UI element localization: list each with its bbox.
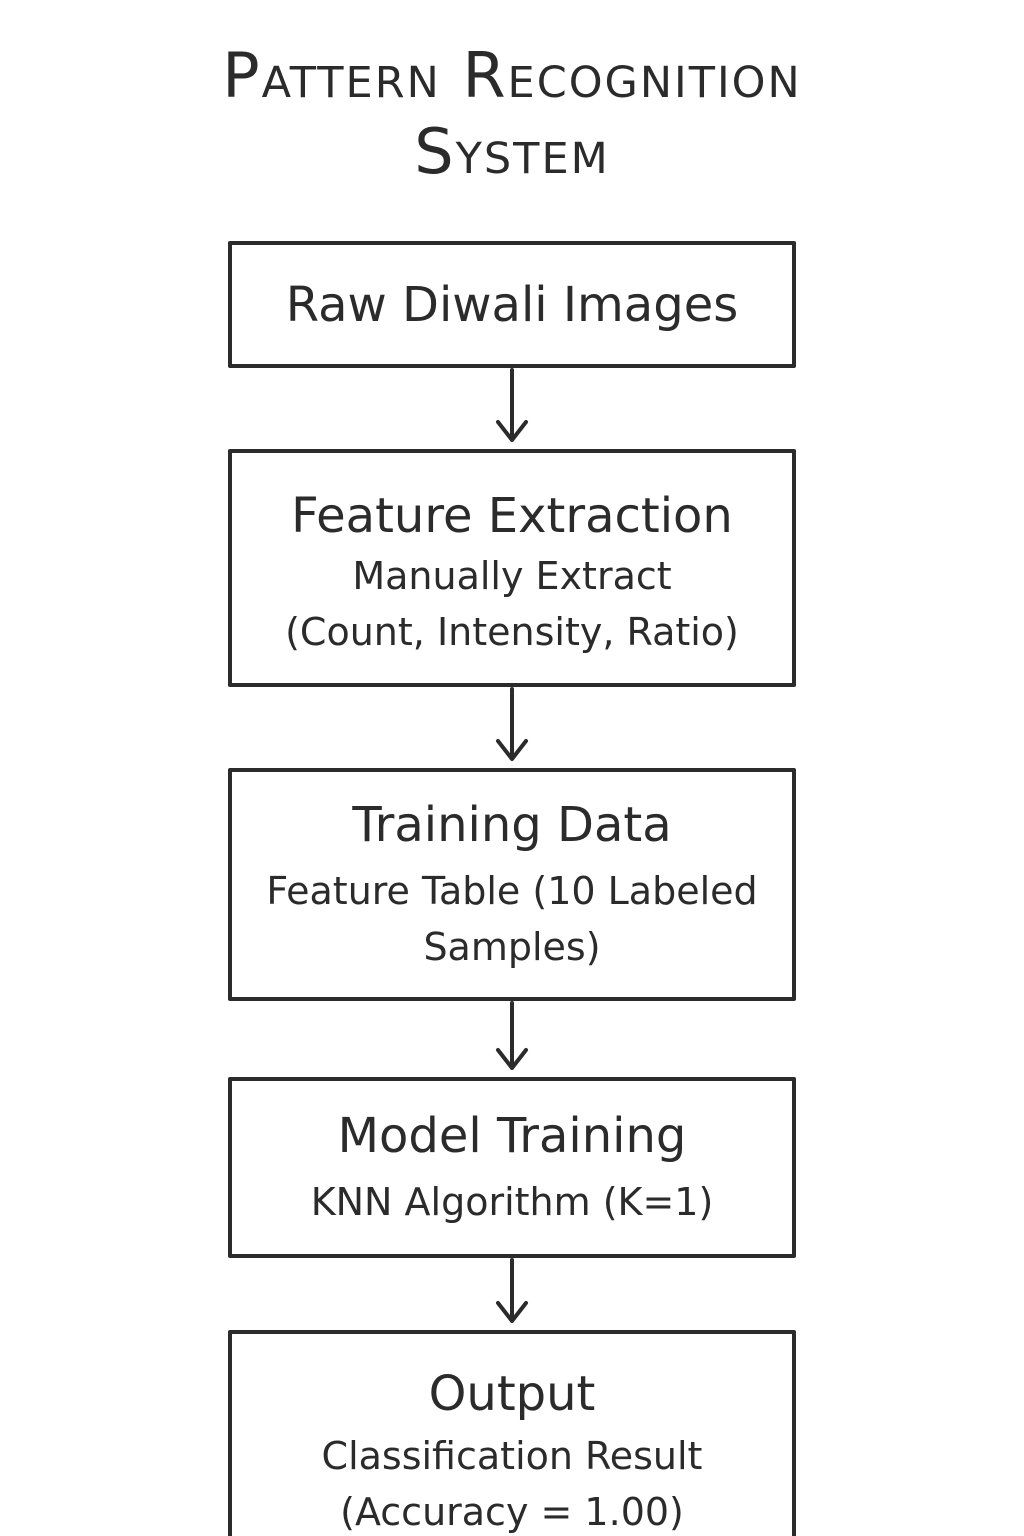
step-output-box: Output Classification Result (Accuracy =…	[228, 1330, 796, 1536]
diagram-title-line-2: System	[414, 115, 610, 188]
step-5-detail-2: (Accuracy = 1.00)	[340, 1490, 684, 1534]
step-5-detail-1: Classification Result	[321, 1434, 703, 1478]
step-2-detail-1: Manually Extract	[352, 554, 672, 598]
step-4-detail-1: KNN Algorithm (K=1)	[310, 1179, 714, 1224]
step-2-title: Feature Extraction	[291, 488, 733, 544]
step-2-detail-2: (Count, Intensity, Ratio)	[285, 610, 739, 654]
step-1-title: Raw Diwali Images	[285, 276, 739, 333]
step-3-detail-1: Feature Table (10 Labeled	[266, 868, 758, 913]
step-raw-images-box: Raw Diwali Images	[228, 241, 796, 368]
arrow-4-to-5	[496, 1258, 528, 1323]
arrow-1-to-2	[496, 368, 528, 442]
diagram-title-line-1: Pattern Recognition	[222, 39, 802, 112]
arrow-3-to-4	[496, 1001, 528, 1070]
arrow-2-to-3	[496, 687, 528, 761]
step-5-title: Output	[428, 1366, 596, 1422]
step-training-data-box: Training Data Feature Table (10 Labeled …	[228, 768, 796, 1001]
step-model-training-box: Model Training KNN Algorithm (K=1)	[228, 1077, 796, 1258]
step-3-title: Training Data	[352, 796, 672, 853]
step-4-title: Model Training	[337, 1107, 687, 1164]
step-feature-extraction-box: Feature Extraction Manually Extract (Cou…	[228, 449, 796, 687]
step-3-detail-2: Samples)	[423, 924, 601, 969]
diagram-title: Pattern Recognition System	[0, 38, 1024, 190]
